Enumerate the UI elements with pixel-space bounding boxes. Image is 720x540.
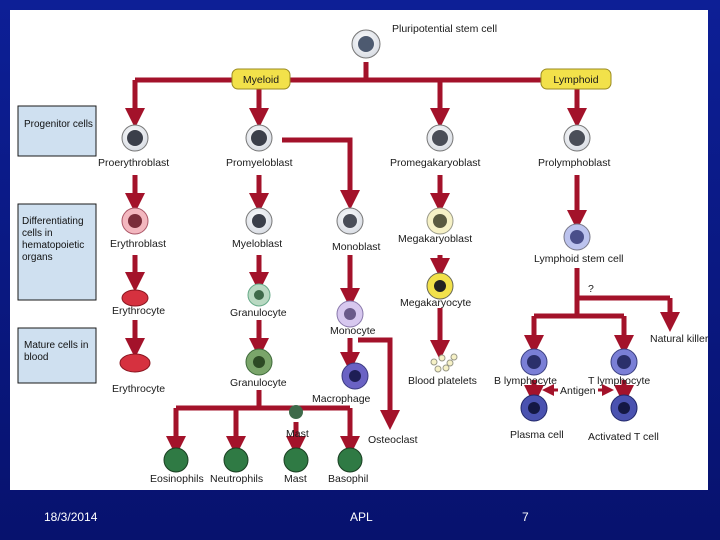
- branch-lymphoid: Lymphoid: [540, 68, 612, 90]
- stem-cell: [351, 29, 381, 59]
- branch-label-myeloid: Myeloid: [243, 74, 279, 86]
- footer-date: 18/3/2014: [44, 510, 98, 524]
- label-promegakaryoblast: Promegakaryoblast: [390, 157, 481, 169]
- label-basophil: Basophil: [328, 473, 368, 485]
- label-antigen: Antigen: [560, 385, 596, 397]
- label-erythroblast: Erythroblast: [110, 238, 166, 250]
- label-macrophage: Macrophage: [312, 393, 371, 405]
- stage-box-differentiating: Differentiating cells in hematopoietic o…: [17, 203, 97, 301]
- stage-label-progenitor: Progenitor cells: [24, 119, 93, 130]
- stage-label-differentiating: Differentiating cells in hematopoietic o…: [22, 216, 85, 263]
- label-neutrophils: Neutrophils: [210, 473, 263, 485]
- label-erythrocyte-blood: Erythrocyte: [112, 383, 165, 395]
- stage-label-mature: Mature cells in blood: [24, 340, 89, 363]
- label-megakaryoblast: Megakaryoblast: [398, 233, 472, 245]
- label-mast-mid: Mast: [286, 428, 309, 440]
- stage-box-progenitor: Progenitor cells: [17, 105, 97, 157]
- label-b-lymphocyte: B lymphocyte: [494, 375, 557, 387]
- label-t-lymphocyte: T lymphocyte: [588, 375, 650, 387]
- label-mast: Mast: [284, 473, 307, 485]
- label-monocyte: Monocyte: [330, 325, 376, 337]
- stem-cell-label: Pluripotential stem cell: [392, 23, 497, 35]
- label-proerythroblast: Proerythroblast: [98, 157, 169, 169]
- label-granulocyte-diff: Granulocyte: [230, 307, 287, 319]
- differentiating-cells: [121, 207, 591, 251]
- progenitor-cells: [121, 124, 591, 152]
- stage-box-mature: Mature cells in blood: [17, 327, 97, 384]
- label-megakaryocyte: Megakaryocyte: [400, 297, 471, 309]
- label-plasma-cell: Plasma cell: [510, 429, 564, 441]
- label-blood-platelets: Blood platelets: [408, 375, 477, 387]
- mature-cells: [119, 348, 638, 422]
- intermediate-cells: [121, 272, 454, 328]
- label-myeloblast: Myeloblast: [232, 238, 282, 250]
- label-prolymphoblast: Prolymphoblast: [538, 157, 610, 169]
- label-promyeloblast: Promyeloblast: [226, 157, 293, 169]
- label-natural-killer: Natural killer cell: [650, 333, 708, 345]
- label-unknown: ?: [588, 283, 594, 295]
- label-osteoclast: Osteoclast: [368, 434, 418, 446]
- label-activated-t-cell: Activated T cell: [588, 431, 659, 443]
- label-erythrocyte-diff: Erythrocyte: [112, 305, 165, 317]
- hematopoiesis-diagram: Progenitor cells Differentiating cells i…: [10, 10, 708, 490]
- label-monoblast: Monoblast: [332, 241, 381, 253]
- granulocyte-types: [163, 447, 363, 473]
- footer-title: APL: [350, 510, 373, 524]
- diagram-canvas: Progenitor cells Differentiating cells i…: [17, 23, 708, 485]
- branch-label-lymphoid: Lymphoid: [553, 74, 598, 86]
- label-lymphoid-stem-cell: Lymphoid stem cell: [534, 253, 623, 265]
- footer-page-number: 7: [522, 510, 529, 524]
- label-granulocyte-blood: Granulocyte: [230, 377, 287, 389]
- label-eosinophils: Eosinophils: [150, 473, 204, 485]
- branch-myeloid: Myeloid: [231, 68, 291, 90]
